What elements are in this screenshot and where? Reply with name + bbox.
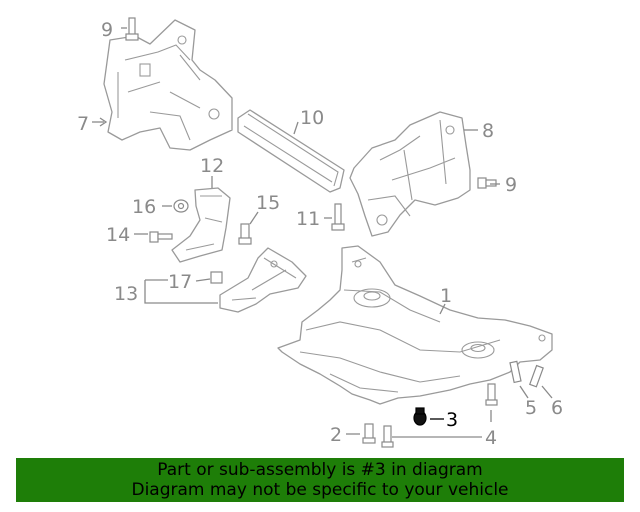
- callout-8: 8: [482, 120, 494, 142]
- part-13-lower-bracket: [219, 247, 307, 313]
- callout-13: 13: [114, 283, 138, 305]
- part-12-shield: [171, 187, 231, 263]
- callout-17: 17: [168, 271, 192, 293]
- bolt-9-right: [477, 177, 497, 189]
- callout-4-lower: 4: [485, 427, 497, 449]
- bolt-4-lower: [381, 425, 394, 448]
- callout-7: 7: [77, 113, 89, 135]
- callout-3: 3: [446, 409, 458, 431]
- bolt-15: [238, 223, 252, 245]
- nut-16: [173, 199, 189, 213]
- callout-12: 12: [200, 155, 224, 177]
- bolt-5: [509, 360, 522, 384]
- part-8-right-bracket: [349, 111, 471, 237]
- callout-6: 6: [551, 397, 563, 419]
- callouts: 9 7 10 8 9 12 16 15 11 14 17 13 1 5 6 3 …: [77, 19, 563, 449]
- callout-9-right: 9: [505, 174, 517, 196]
- leader-lines: [92, 27, 553, 438]
- banner-line-2: Diagram may not be specific to your vehi…: [131, 480, 509, 500]
- callout-11: 11: [296, 208, 320, 230]
- part-7-left-bracket: [103, 19, 233, 151]
- bolt-6: [528, 364, 544, 388]
- callout-10: 10: [300, 107, 324, 129]
- vehicle-fit-banner: Part or sub-assembly is #3 in diagram Di…: [16, 458, 624, 502]
- bolt-11: [331, 203, 345, 231]
- bolt-4-right: [485, 383, 498, 406]
- callout-9-top: 9: [101, 19, 113, 41]
- bolt-3-highlighted: [413, 407, 427, 426]
- callout-16: 16: [132, 196, 156, 218]
- callout-14: 14: [106, 224, 130, 246]
- part-10-cross-bar: [237, 109, 345, 193]
- callout-2: 2: [330, 424, 342, 446]
- banner-line-1: Part or sub-assembly is #3 in diagram: [157, 460, 483, 480]
- callout-15: 15: [256, 192, 280, 214]
- clip-17: [210, 271, 223, 284]
- bolt-2: [362, 423, 376, 444]
- callout-1: 1: [440, 285, 452, 307]
- part-1-subframe: [277, 245, 553, 405]
- callout-5: 5: [525, 397, 537, 419]
- bolt-9-top-left: [125, 17, 139, 41]
- bolt-14: [149, 231, 173, 243]
